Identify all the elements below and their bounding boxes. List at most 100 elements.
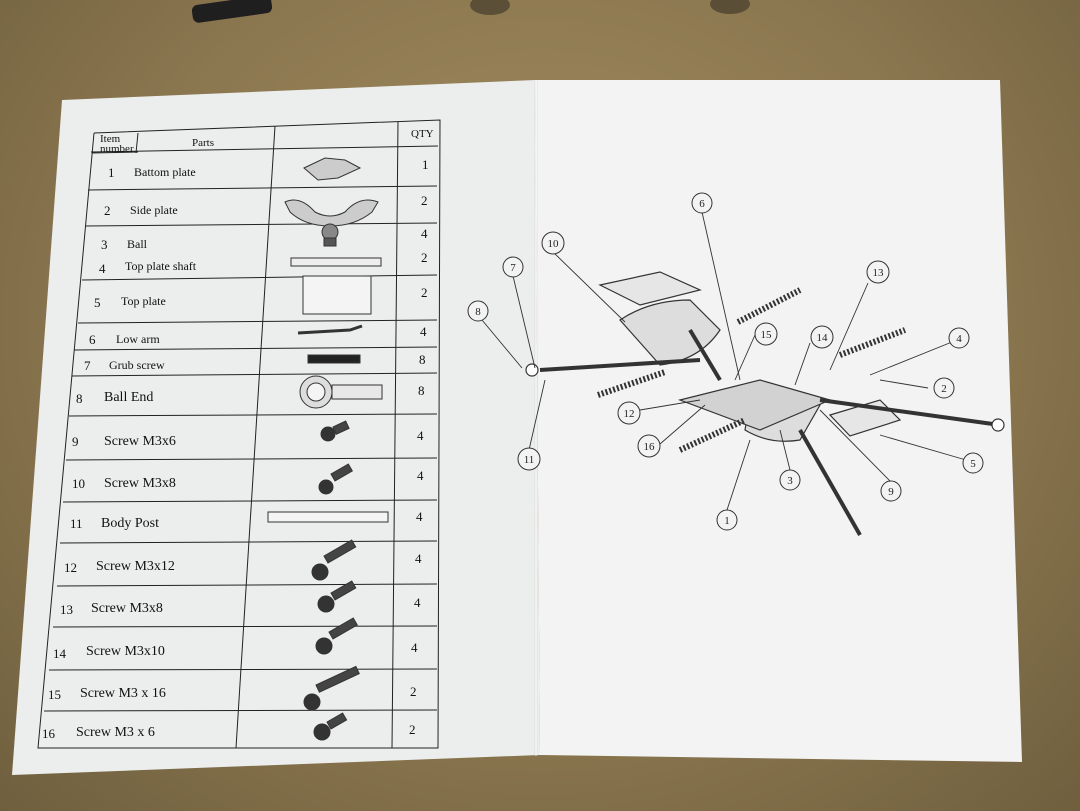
row-3-name: Ball — [127, 237, 147, 251]
callout-2 — [933, 377, 955, 399]
row-13-qty: 4 — [414, 595, 421, 610]
row-6-num: 6 — [89, 332, 96, 347]
callout-label-8: 8 — [475, 306, 481, 318]
body-post-part-4 — [838, 327, 907, 358]
row-11-name: Body Post — [101, 516, 159, 531]
assembly-drawing — [525, 271, 1005, 536]
ball-end-part-2 — [991, 418, 1005, 432]
row-7-num: 7 — [84, 358, 91, 373]
row-16-qty: 2 — [409, 722, 416, 737]
row-14-name: Screw M3x10 — [86, 644, 165, 659]
callout-1 — [716, 509, 738, 531]
row-14-qty: 4 — [411, 640, 418, 655]
row-15-qty: 2 — [410, 684, 417, 699]
row-6-name: Low arm — [116, 332, 160, 346]
callout-16 — [637, 434, 661, 458]
callout-9 — [880, 480, 902, 502]
part-illustrations — [267, 157, 389, 741]
side-plate-icon — [284, 199, 379, 227]
screw-m3x6-icon — [320, 420, 350, 442]
callout-label-13: 13 — [873, 267, 885, 279]
ball-end-part — [525, 363, 539, 377]
callout-8 — [467, 300, 489, 322]
row-15-name: Screw M3 x 16 — [80, 686, 166, 701]
screw-m3x6-icon-2 — [313, 712, 348, 741]
callout-leaders — [481, 211, 967, 511]
row-13-num: 13 — [60, 602, 73, 617]
callout-14 — [810, 325, 834, 349]
row-3-qty: 4 — [421, 226, 428, 241]
callout-label-3: 3 — [787, 475, 793, 487]
low-arm-part-2 — [819, 398, 1001, 427]
background-object — [710, 0, 750, 14]
body-post-part — [597, 369, 666, 398]
callout-label-15: 15 — [761, 329, 773, 341]
grub-screw-icon — [307, 354, 361, 364]
row-13-name: Screw M3x8 — [91, 601, 163, 616]
callout-label-11: 11 — [524, 454, 535, 466]
row-5-name: Top plate — [121, 294, 166, 308]
row-5-num: 5 — [94, 295, 101, 310]
callout-4 — [948, 327, 970, 349]
row-12-num: 12 — [64, 560, 77, 575]
background-object — [470, 0, 510, 15]
screw-m3x10-icon — [315, 617, 358, 655]
callout-circles — [467, 192, 984, 531]
callout-3 — [779, 469, 801, 491]
row-2-name: Side plate — [130, 203, 178, 217]
row-12-name: Screw M3x12 — [96, 559, 175, 574]
screw-m3x12-icon — [311, 539, 357, 581]
callout-15 — [754, 322, 778, 346]
callout-label-12: 12 — [624, 408, 635, 420]
row-6-qty: 4 — [420, 324, 427, 339]
low-arm-part-4 — [688, 328, 722, 382]
row-11-qty: 4 — [416, 509, 423, 524]
row-16-num: 16 — [42, 726, 55, 741]
body-post-part-2 — [736, 287, 802, 325]
callout-6 — [691, 192, 713, 214]
header-item-number: Item number — [100, 133, 134, 155]
row-1-qty: 1 — [422, 157, 429, 172]
row-5-qty: 2 — [421, 285, 428, 300]
row-9-name: Screw M3x6 — [104, 434, 176, 449]
callout-label-10: 10 — [548, 238, 560, 250]
callout-label-6: 6 — [699, 198, 705, 210]
row-12-qty: 4 — [415, 551, 422, 566]
row-10-qty: 4 — [417, 468, 424, 483]
callout-10 — [541, 231, 565, 255]
row-4-name: Top plate shaft — [125, 259, 197, 273]
callout-label-2: 2 — [941, 383, 947, 395]
low-arm-part-3 — [798, 429, 862, 536]
row-16-name: Screw M3 x 6 — [76, 725, 155, 740]
row-10-num: 10 — [72, 476, 85, 491]
top-plate-icon — [302, 275, 372, 315]
header-qty: QTY — [411, 128, 434, 140]
callout-label-7: 7 — [510, 262, 516, 274]
row-7-name: Grub screw — [109, 358, 165, 372]
callout-7 — [502, 256, 524, 278]
callout-label-9: 9 — [888, 486, 894, 498]
body-post-part-3 — [678, 417, 747, 453]
bottom-plate-icon — [303, 157, 362, 181]
callout-11 — [517, 447, 541, 471]
screw-m3x8-icon-2 — [317, 580, 357, 613]
row-11-num: 11 — [70, 516, 83, 531]
callout-label-16: 16 — [644, 441, 656, 453]
screw-m3x8-icon — [318, 463, 354, 495]
row-8-num: 8 — [76, 391, 83, 406]
row-2-qty: 2 — [421, 193, 428, 208]
row-8-qty: 8 — [418, 383, 425, 398]
low-arm-icon — [297, 324, 363, 335]
row-9-qty: 4 — [417, 428, 424, 443]
callout-12 — [617, 401, 641, 425]
callout-5 — [962, 452, 984, 474]
row-2-num: 2 — [104, 203, 111, 218]
top-plate-shaft-icon — [290, 257, 382, 267]
callout-13 — [866, 260, 890, 284]
callout-label-4: 4 — [956, 333, 962, 345]
row-15-num: 15 — [48, 687, 61, 702]
